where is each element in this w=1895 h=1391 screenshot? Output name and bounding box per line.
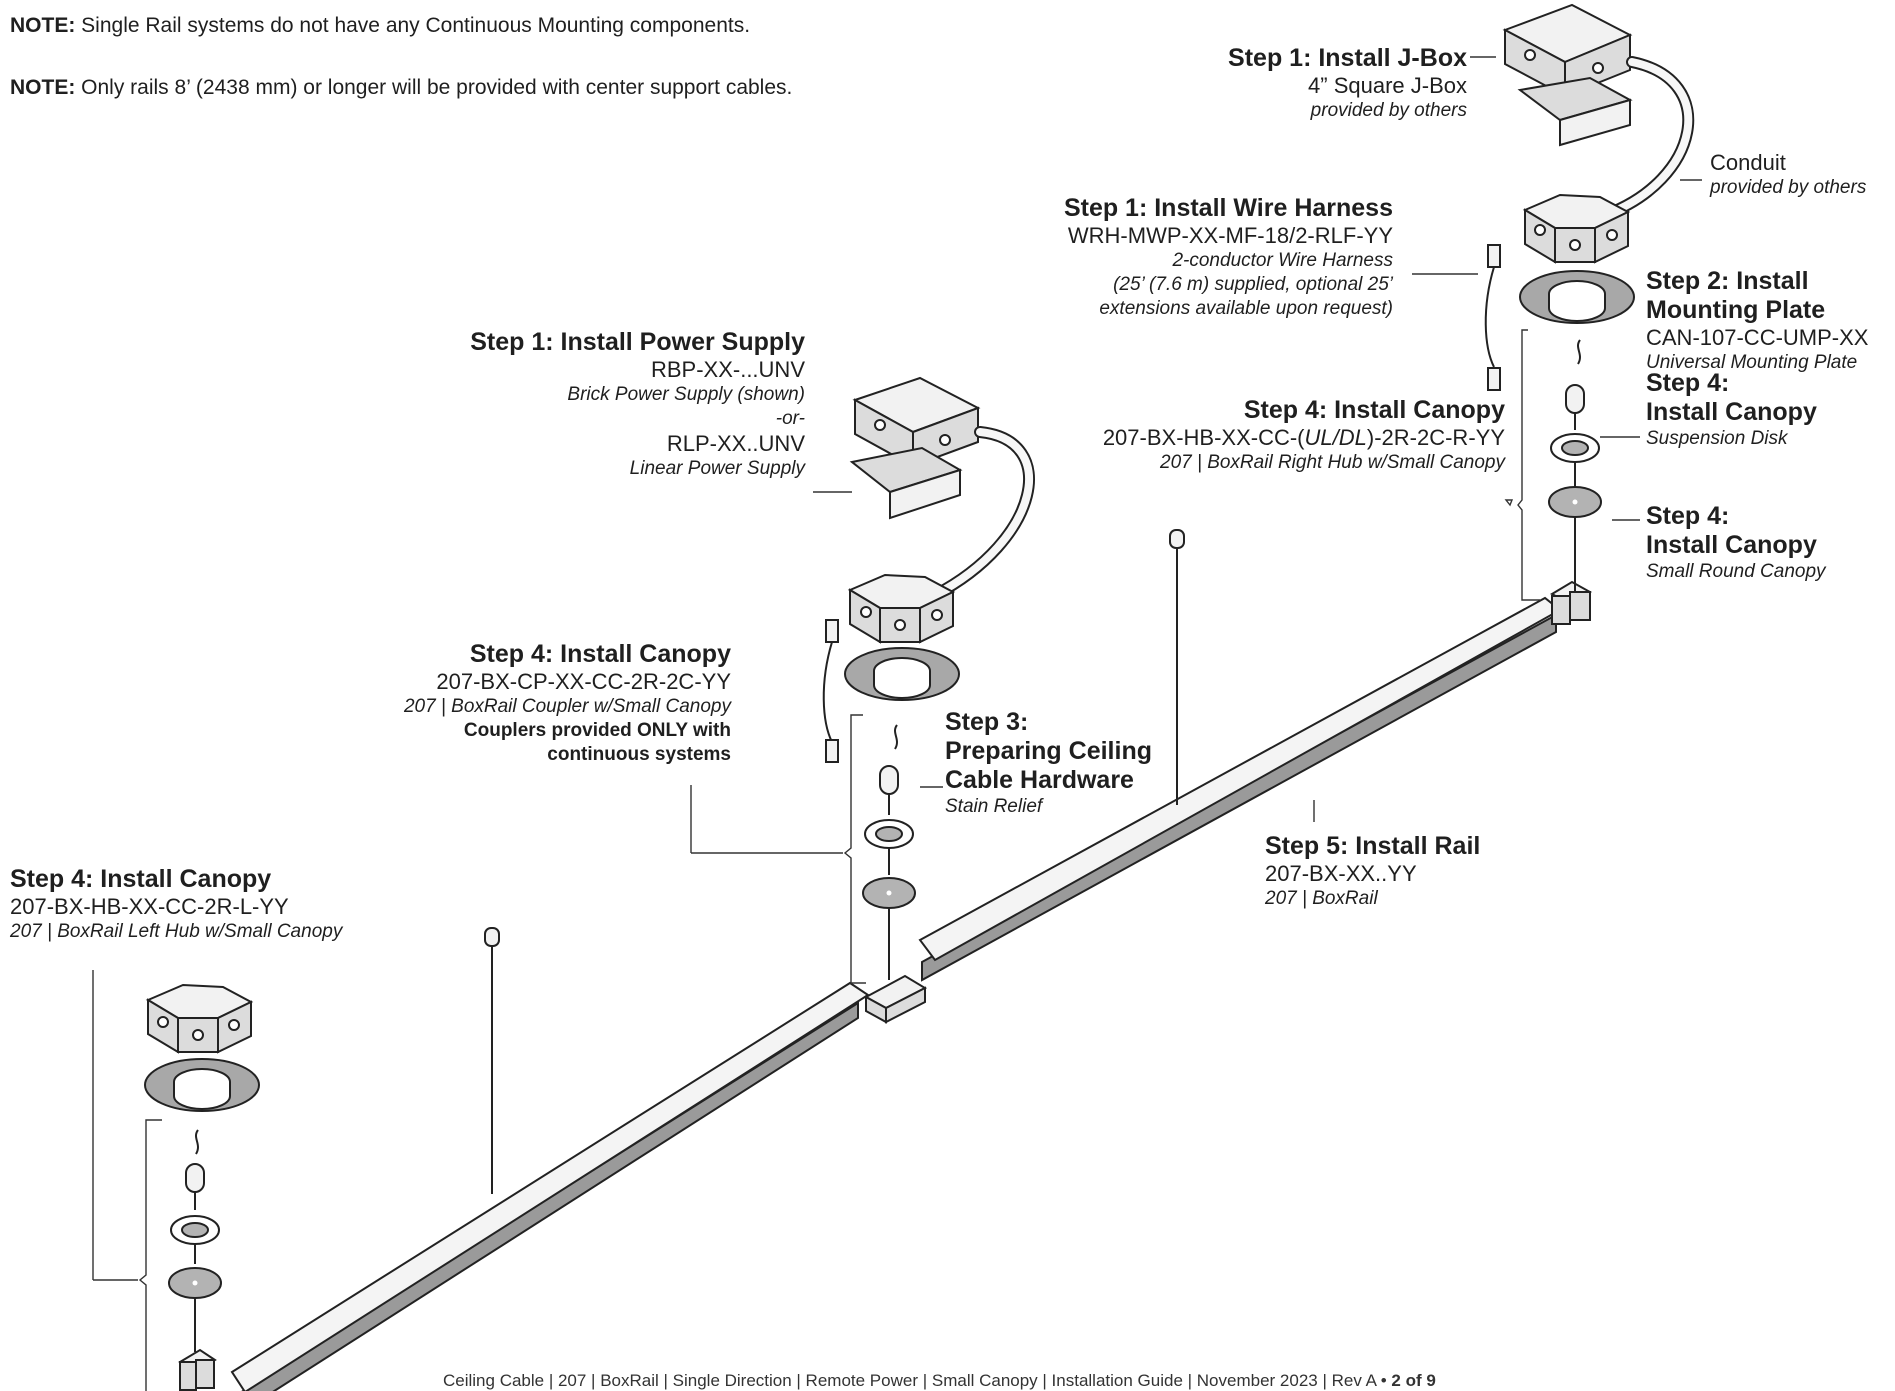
plate-title-2: Mounting Plate xyxy=(1646,296,1826,324)
left-hub-callout: Step 4: Install Canopy 207-BX-HB-XX-CC-2… xyxy=(10,865,342,944)
susp-disk-title-2: Install Canopy xyxy=(1646,398,1817,426)
mounting-plate-left xyxy=(144,1058,260,1112)
harness-desc-2: (25’ (7.6 m) supplied, optional 25’ xyxy=(1113,274,1393,295)
left-hub-desc: 207 | BoxRail Left Hub w/Small Canopy xyxy=(10,921,343,942)
susp-disk-callout: Step 4: Install Canopy Suspension Disk xyxy=(1646,369,1817,451)
rail-callout: Step 5: Install Rail 207-BX-XX..YY 207 |… xyxy=(1265,832,1480,911)
round-canopy-desc: Small Round Canopy xyxy=(1646,561,1826,582)
page-footer: Ceiling Cable | 207 | BoxRail | Single D… xyxy=(443,1371,1436,1390)
jbox-right xyxy=(1502,3,1633,147)
strain-relief-center xyxy=(862,724,916,980)
rail-desc: 207 | BoxRail xyxy=(1265,888,1378,909)
note-single-rail: NOTE: Single Rail systems do not have an… xyxy=(10,14,751,37)
rail-left xyxy=(230,981,870,1391)
note-center-support: NOTE: Only rails 8’ (2438 mm) or longer … xyxy=(10,76,793,99)
rail-right xyxy=(918,596,1562,982)
susp-disk-title-1: Step 4: xyxy=(1646,369,1730,397)
coupler-title: Step 4: Install Canopy xyxy=(469,640,731,668)
strain-relief-right xyxy=(1548,339,1602,592)
strain-relief-left xyxy=(168,1129,222,1352)
cable-hw-desc: Stain Relief xyxy=(945,796,1043,817)
wire-harness-center xyxy=(822,619,839,763)
plate-title-1: Step 2: Install xyxy=(1646,267,1809,295)
page-number: 2 of 9 xyxy=(1391,1371,1436,1390)
right-hub-desc: 207 | BoxRail Right Hub w/Small Canopy xyxy=(1160,452,1505,473)
power-callout: Step 1: Install Power Supply RBP-XX-...U… xyxy=(470,328,805,481)
coupler-callout: Step 4: Install Canopy 207-BX-CP-XX-CC-2… xyxy=(404,640,731,767)
plate-callout: Step 2: Install Mounting Plate CAN-107-C… xyxy=(1646,267,1868,375)
coupler-bracket xyxy=(863,974,928,1024)
octagon-box-right xyxy=(1522,193,1631,264)
conduit-callout: Conduit provided by others xyxy=(1710,150,1866,200)
rail-title: Step 5: Install Rail xyxy=(1265,832,1481,860)
right-hub-part: 207-BX-HB-XX-CC-(UL/DL)-2R-2C-R-YY xyxy=(1102,425,1505,450)
octagon-box-center xyxy=(847,573,956,644)
coupler-note-2: continuous systems xyxy=(547,744,731,765)
right-hub-title: Step 4: Install Canopy xyxy=(1243,396,1505,424)
round-canopy-callout: Step 4: Install Canopy Small Round Canop… xyxy=(1646,502,1826,584)
cable-hw-callout: Step 3: Preparing Ceiling Cable Hardware… xyxy=(945,708,1152,819)
harness-desc-3: extensions available upon request) xyxy=(1099,298,1393,319)
cable-hw-title-1: Step 3: xyxy=(945,708,1029,736)
right-hub-bracket xyxy=(1550,580,1592,625)
jbox-note: provided by others xyxy=(1310,100,1467,121)
cable-hw-title-2: Preparing Ceiling xyxy=(945,737,1152,765)
harness-callout: Step 1: Install Wire Harness WRH-MWP-XX-… xyxy=(1064,194,1393,321)
plate-part: CAN-107-CC-UMP-XX xyxy=(1646,325,1869,350)
power-desc-1: Brick Power Supply (shown) xyxy=(567,384,805,405)
mounting-plate-center xyxy=(844,647,960,701)
left-hub-bracket xyxy=(178,1348,217,1391)
harness-title: Step 1: Install Wire Harness xyxy=(1063,194,1393,222)
round-canopy-title-1: Step 4: xyxy=(1646,502,1730,530)
power-part-1: RBP-XX-...UNV xyxy=(650,357,805,382)
leader-lines xyxy=(92,56,1702,1391)
power-title: Step 1: Install Power Supply xyxy=(470,328,805,356)
jbox-title: Step 1: Install J-Box xyxy=(1228,44,1467,72)
left-hub-part: 207-BX-HB-XX-CC-2R-L-YY xyxy=(10,894,289,919)
center-cable-right xyxy=(1169,529,1185,805)
center-cable-left xyxy=(484,927,500,1194)
conduit-center xyxy=(929,426,1035,601)
octagon-box-left xyxy=(145,983,254,1054)
coupler-note-1: Couplers provided ONLY with xyxy=(463,720,731,741)
coupler-desc: 207 | BoxRail Coupler w/Small Canopy xyxy=(403,696,731,717)
harness-part: WRH-MWP-XX-MF-18/2-RLF-YY xyxy=(1067,223,1393,248)
cable-hw-title-3: Cable Hardware xyxy=(945,766,1134,794)
wire-harness-right xyxy=(1484,244,1501,391)
left-hub-title: Step 4: Install Canopy xyxy=(10,865,272,893)
mounting-plate-right xyxy=(1519,270,1635,324)
round-canopy-title-2: Install Canopy xyxy=(1646,531,1817,559)
right-hub-callout: Step 4: Install Canopy 207-BX-HB-XX-CC-(… xyxy=(1103,396,1505,475)
plate-desc: Universal Mounting Plate xyxy=(1646,352,1858,373)
power-part-2: RLP-XX..UNV xyxy=(666,431,805,456)
conduit-title: Conduit xyxy=(1710,150,1786,175)
susp-disk-desc: Suspension Disk xyxy=(1646,428,1788,449)
power-supply xyxy=(849,376,981,520)
harness-desc-1: 2-conductor Wire Harness xyxy=(1172,250,1393,271)
rail-part: 207-BX-XX..YY xyxy=(1265,861,1417,886)
jbox-part: 4” Square J-Box xyxy=(1308,73,1467,98)
power-desc-2: Linear Power Supply xyxy=(629,458,805,479)
power-or: -or- xyxy=(775,408,805,429)
conduit-note: provided by others xyxy=(1710,177,1867,198)
jbox-callout: Step 1: Install J-Box 4” Square J-Box pr… xyxy=(1228,44,1467,123)
coupler-part: 207-BX-CP-XX-CC-2R-2C-YY xyxy=(436,669,731,694)
conduit-right xyxy=(1599,56,1695,221)
